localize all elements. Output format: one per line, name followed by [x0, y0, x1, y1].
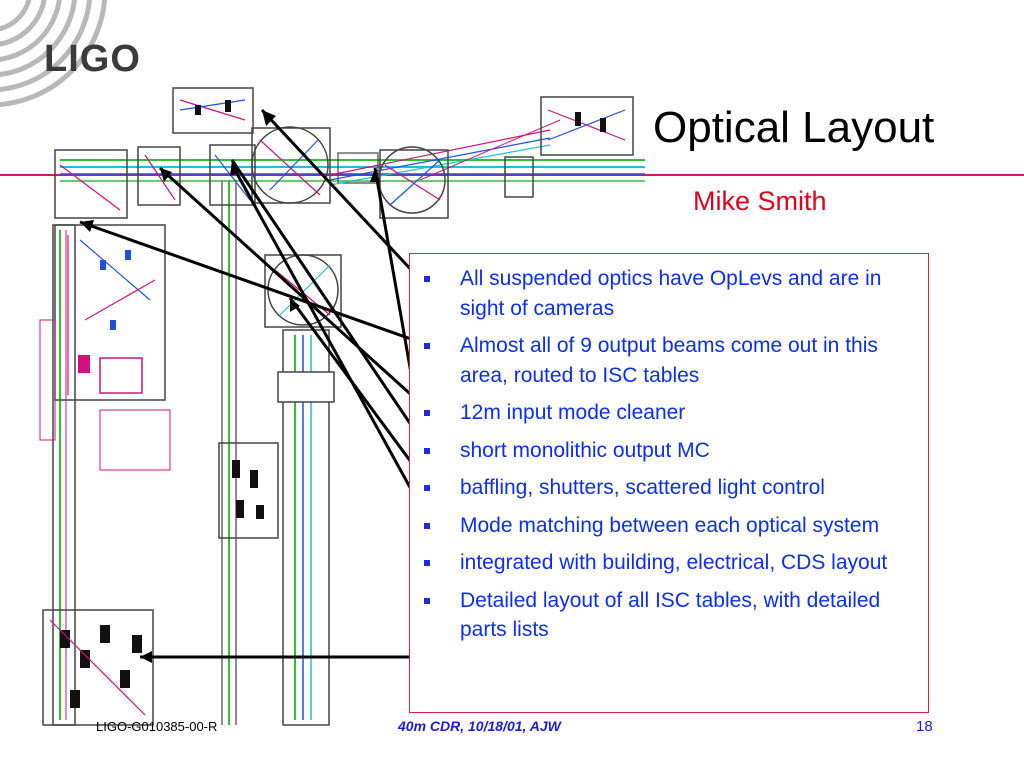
bullet-item: Detailed layout of all ISC tables, with … [410, 586, 928, 645]
isc-table-left [54, 224, 166, 401]
isc-table-top-right [540, 96, 634, 156]
vacuum-chambers [54, 126, 449, 328]
footer-event: 40m CDR, 10/18/01, AJW [398, 718, 561, 734]
bullet-marker [424, 485, 430, 491]
bullet-marker [424, 560, 430, 566]
bullet-item: baffling, shutters, scattered light cont… [410, 473, 928, 503]
bullet-marker [424, 597, 430, 604]
bullet-text: Mode matching between each optical syste… [460, 513, 880, 537]
bullet-item: integrated with building, electrical, CD… [410, 548, 928, 578]
io-beam-column [221, 180, 237, 725]
callout-arrows [79, 108, 432, 659]
bullet-text: integrated with building, electrical, CD… [460, 551, 888, 574]
chamber-optics [59, 139, 441, 316]
bullet-text: 12m input mode cleaner [460, 401, 686, 424]
bullet-item: 12m input mode cleaner [410, 398, 928, 428]
bullet-item: short monolithic output MC [410, 436, 928, 466]
isc-table-middle [218, 442, 279, 539]
bullet-marker [424, 447, 430, 454]
bullet-text: All suspended optics have OpLevs and are… [460, 267, 882, 320]
diagonal-beams [329, 119, 561, 186]
bullet-marker [424, 276, 430, 282]
isc-table-bottom-left [42, 609, 154, 726]
bullet-marker [424, 410, 430, 416]
room-outlines [39, 319, 171, 471]
footer-document-number: LIGO-G010385-00-R [96, 719, 218, 734]
bullet-text: short monolithic output MC [460, 438, 710, 462]
ligo-logo: LIGO [44, 38, 141, 80]
slide-title: Optical Layout [653, 103, 935, 152]
bullet-text: Detailed layout of all ISC tables, with … [460, 588, 881, 642]
slide-author: Mike Smith [693, 186, 827, 216]
callout-arrowheads [80, 110, 380, 663]
bullet-text: baffling, shutters, scattered light cont… [460, 476, 825, 499]
bullet-list: All suspended optics have OpLevs and are… [410, 264, 928, 653]
bullet-marker [424, 343, 430, 349]
center-beam-tube [277, 329, 335, 726]
bullet-marker [424, 522, 430, 529]
bullet-item: All suspended optics have OpLevs and are… [410, 264, 928, 323]
bullet-text: Almost all of 9 output beams come out in… [460, 334, 878, 387]
left-beam-tube [52, 224, 76, 726]
bullet-item: Almost all of 9 output beams come out in… [410, 331, 928, 390]
isc-table-top-left [172, 87, 254, 134]
bullet-item: Mode matching between each optical syste… [410, 511, 928, 541]
footer-page-number: 18 [916, 718, 933, 735]
bullet-box: All suspended optics have OpLevs and are… [409, 253, 929, 713]
